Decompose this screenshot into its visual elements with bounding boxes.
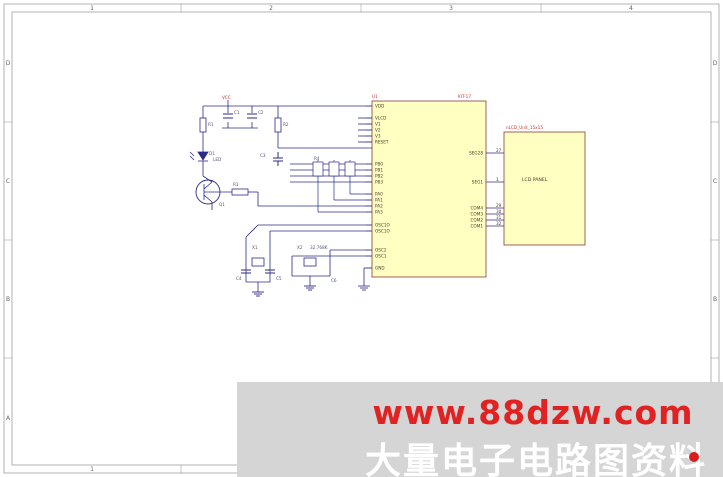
c5-label: C5 xyxy=(276,276,282,281)
crystal-x1[interactable] xyxy=(251,257,265,267)
led-d1[interactable] xyxy=(189,132,209,176)
x2-label: X2 xyxy=(297,245,303,250)
ic-pin-label: COM3 xyxy=(471,212,484,217)
transistor-q1-leads xyxy=(202,175,232,210)
d1-label: D1 xyxy=(209,151,215,156)
watermark-dot xyxy=(689,452,699,462)
lcd-panel-name: LCD PANEL xyxy=(522,177,548,183)
row-label-d: D xyxy=(6,60,11,67)
ic-pin-label: VLCD xyxy=(375,116,386,121)
resistor-r1[interactable] xyxy=(199,117,207,133)
resistor-pack-1[interactable] xyxy=(312,161,324,177)
col-label-4: 4 xyxy=(629,5,633,12)
ic-pin-label: SEG1 xyxy=(472,180,484,185)
crystal-x1-wires xyxy=(245,224,372,292)
ic-pin-label: GND xyxy=(375,266,385,271)
x1-label: X1 xyxy=(252,245,258,250)
col-label-1-bottom: 1 xyxy=(90,466,94,473)
ic-pin-number: 29 xyxy=(496,203,502,208)
ic-u1-ref: U1 xyxy=(372,94,378,99)
led-label: LED xyxy=(213,157,221,162)
ic-pin-label: VDD xyxy=(375,104,384,109)
ic-pin-label: PB1 xyxy=(375,168,383,173)
ic-pin-label: OSC1 xyxy=(375,254,387,259)
crystal-x2[interactable] xyxy=(303,257,317,267)
ic-pin-label: OSC1O xyxy=(375,223,391,228)
c2-label: C2 xyxy=(258,110,264,115)
lcd-bus-wires xyxy=(486,152,504,227)
r4-label: R4 xyxy=(314,156,320,161)
lcd-panel-ref: nLCD_Unit_15x15 xyxy=(506,125,543,130)
ic-pin-label: OSC1O xyxy=(375,229,391,234)
crystal-x2-wires xyxy=(291,249,372,286)
ic-pin-number: 32 xyxy=(496,221,502,226)
ground-x2 xyxy=(304,285,316,291)
q1-label: Q1 xyxy=(219,202,225,207)
r2-label: R2 xyxy=(283,122,289,127)
r3-wire xyxy=(248,191,372,207)
c6-label: C6 xyxy=(331,278,337,283)
col-label-2: 2 xyxy=(269,5,273,12)
ic-u1-body[interactable] xyxy=(371,100,487,278)
ic-pin-number: 30 xyxy=(496,209,502,214)
r1-label: R1 xyxy=(208,122,214,127)
crystal-x1-caps xyxy=(241,269,275,274)
ic-pin-label: SEG28 xyxy=(469,151,483,156)
ic-pin-label: COM2 xyxy=(471,218,484,223)
row-label-d-right: D xyxy=(713,60,718,67)
ic-pin-label: PA1 xyxy=(375,198,383,203)
row-label-a: A xyxy=(6,415,11,422)
ic-pin-number: 1 xyxy=(496,177,499,182)
ground-x1 xyxy=(252,291,264,297)
ic-pin-label: PA2 xyxy=(375,204,383,209)
ic-gnd-wire xyxy=(358,267,372,291)
ic-pin-label: COM4 xyxy=(471,206,484,211)
ic-pin-label: COM1 xyxy=(471,224,484,229)
resistor-pack-3[interactable] xyxy=(344,161,356,177)
lcd-panel-body[interactable] xyxy=(503,131,586,246)
power-wires xyxy=(202,100,372,149)
ic-pin-label: V1 xyxy=(375,122,381,127)
row-label-c: C xyxy=(6,178,10,185)
c4-label: C4 xyxy=(236,276,242,281)
x2-value-label: 32.768K xyxy=(310,245,328,250)
ic-pin-label: PB2 xyxy=(375,174,383,179)
ic-u1-part: KIT-17 xyxy=(458,94,471,99)
col-label-1: 1 xyxy=(90,5,94,12)
row-label-c-right: C xyxy=(713,178,717,185)
ic-pin-number: 27 xyxy=(496,148,502,153)
watermark-url: www.88dzw.com xyxy=(372,393,694,432)
resistor-r2[interactable] xyxy=(274,117,282,133)
power-capacitors xyxy=(223,113,257,119)
r3-label: R3 xyxy=(233,182,239,187)
ic-pin-label: PB3 xyxy=(375,180,383,185)
capacitor-c3 xyxy=(273,152,283,166)
vcc-label: VCC xyxy=(222,95,231,100)
c1-label: C1 xyxy=(234,110,240,115)
ic-pin-label: OSC2 xyxy=(375,248,387,253)
resistor-pack-2[interactable] xyxy=(328,161,340,177)
ic-pin-label: V2 xyxy=(375,128,381,133)
ic-pin-label: RESET xyxy=(375,140,389,145)
ic-pin-label: PA0 xyxy=(375,192,383,197)
ic-pin-number: 31 xyxy=(496,215,502,220)
col-label-3: 3 xyxy=(449,5,453,12)
ic-pin-label: V3 xyxy=(375,134,381,139)
watermark-text: 大量电子电路图资料 xyxy=(364,441,707,477)
watermark-panel xyxy=(237,382,723,477)
c3-label: C3 xyxy=(260,153,266,158)
resistor-r3[interactable] xyxy=(231,188,249,196)
row-label-b: B xyxy=(6,296,10,303)
ic-pin-label: PA3 xyxy=(375,210,383,215)
ic-pin-label: PB0 xyxy=(375,162,383,167)
row-label-b-right: B xyxy=(713,296,717,303)
